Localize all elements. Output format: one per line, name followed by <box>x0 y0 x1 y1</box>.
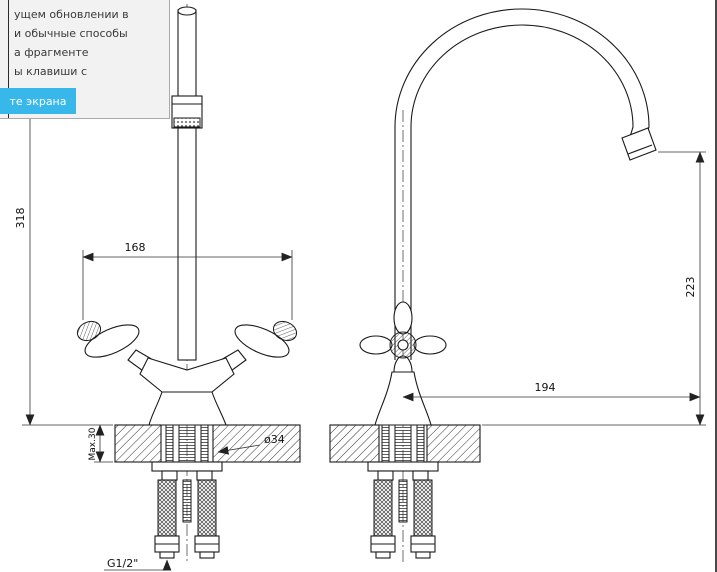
dim-spout-height: 223 <box>482 151 706 426</box>
dim-handle-span: 168 <box>82 241 293 320</box>
popup-text-line-3: а фрагменте <box>14 46 89 59</box>
flex-hose <box>197 479 217 537</box>
hose-collar <box>159 551 175 559</box>
stud-nut <box>196 470 213 481</box>
front-body <box>139 357 235 426</box>
spout-tip <box>621 127 657 161</box>
popup-left-edge <box>8 0 9 118</box>
stud-nut <box>161 470 178 481</box>
dim-hole-diameter: ø34 <box>217 433 285 455</box>
aerator-face <box>173 117 201 128</box>
dim-label-d34: ø34 <box>264 433 285 446</box>
hose-collar <box>375 551 391 559</box>
popup-text-line-1: ущем обновлении в <box>14 8 129 21</box>
dim-label-318: 318 <box>14 208 27 229</box>
front-mounting <box>151 424 223 559</box>
stud-nut <box>412 470 429 481</box>
front-spout <box>171 6 203 361</box>
popup-text: ущем обновлении в и обычные способы а фр… <box>0 0 169 81</box>
dim-spout-reach: 194 <box>402 381 701 402</box>
flex-hose <box>157 479 177 537</box>
side-view: 223 194 <box>329 8 706 562</box>
dim-label-g12: G1/2" <box>107 557 138 570</box>
side-countertop <box>329 424 481 463</box>
hose-collar <box>199 551 215 559</box>
mounting-plate <box>367 461 439 472</box>
right-handle-knob <box>272 320 298 342</box>
front-countertop <box>114 424 301 463</box>
mounting-plate <box>151 461 223 472</box>
dim-label-max30: Max.30 <box>88 427 98 460</box>
dim-connection-thread: G1/2" <box>104 557 172 571</box>
dim-max-thickness: Max.30 <box>88 424 113 463</box>
front-view: 318 168 Max.30 ø34 <box>14 4 301 571</box>
left-handle-knob <box>76 320 102 342</box>
threaded-rod <box>182 479 192 523</box>
page-right-border <box>715 0 717 572</box>
dim-label-223: 223 <box>684 277 697 298</box>
threaded-rod <box>398 479 408 523</box>
side-mounting <box>367 424 439 559</box>
side-body <box>374 371 432 426</box>
flex-hose <box>373 479 393 537</box>
notification-popup: ущем обновлении в и обычные способы а фр… <box>0 0 170 119</box>
screen-capture-button[interactable]: те экрана <box>0 88 76 114</box>
dim-label-194: 194 <box>535 381 556 394</box>
dim-label-168: 168 <box>125 241 146 254</box>
flex-hose <box>413 479 433 537</box>
popup-text-line-4: ы клавиши с <box>14 65 87 78</box>
threaded-shank <box>394 424 412 463</box>
hose-collar <box>415 551 431 559</box>
popup-text-line-2: и обычные способы <box>14 27 128 40</box>
gooseneck-spout <box>394 8 657 360</box>
stud-nut <box>377 470 394 481</box>
threaded-shank <box>178 424 196 463</box>
